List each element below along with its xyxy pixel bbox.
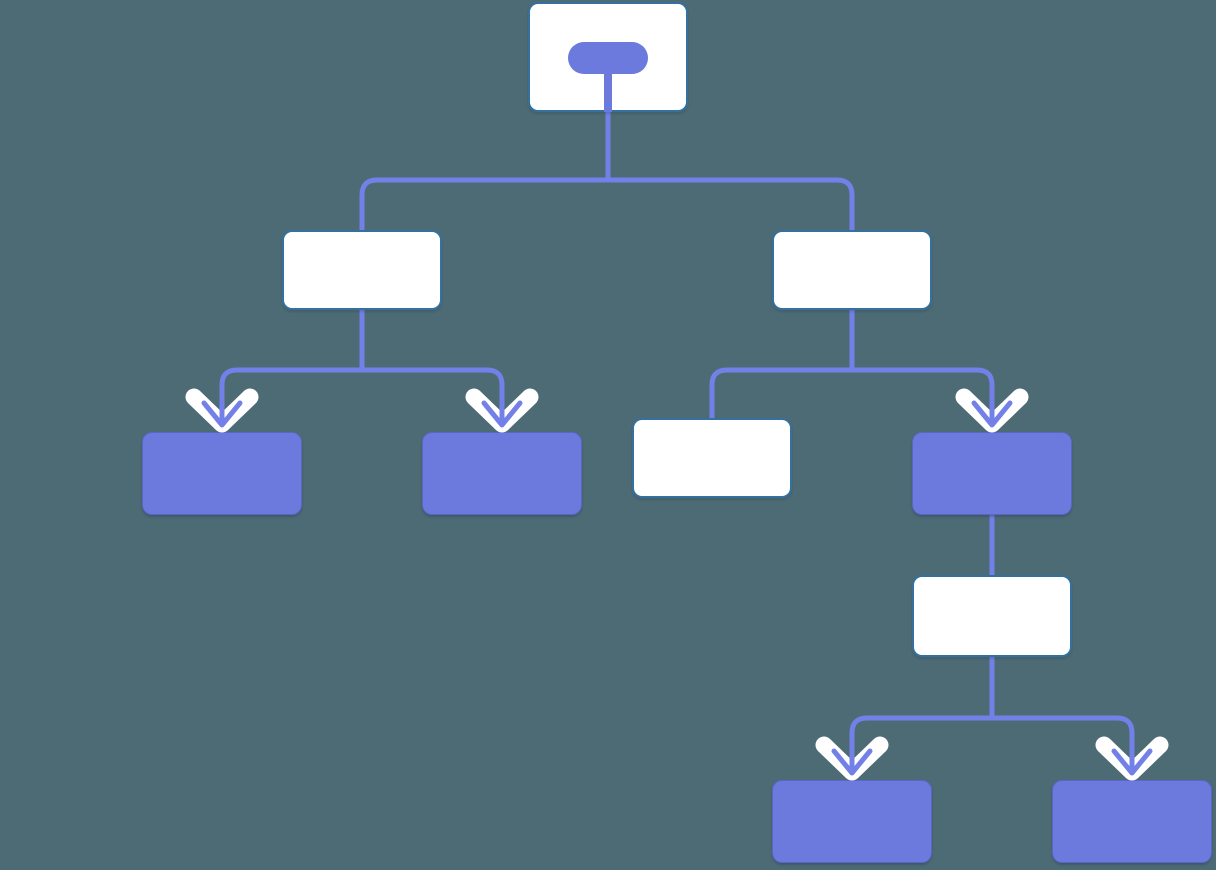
- arrowhead-chevron-icon: [201, 400, 243, 428]
- arrowhead-halo-icon: [815, 736, 889, 781]
- arrowhead-halo-icon: [1095, 736, 1169, 781]
- edge-n-l4-a-to-n-l5-a: [849, 657, 995, 780]
- arrowhead-halo-icon: [185, 388, 259, 433]
- arrowhead-chevron-icon: [481, 400, 523, 428]
- arrowhead-e-l2a-l3b: [465, 388, 539, 433]
- node-n-l3-a[interactable]: [142, 432, 302, 515]
- arrowhead-e-l4a-l5a: [815, 736, 889, 781]
- node-n-l2-b[interactable]: [772, 230, 932, 310]
- arrowhead-halo-icon: [955, 388, 1029, 433]
- node-n-l3-b[interactable]: [422, 432, 582, 515]
- edge-n-l2-a-to-n-l3-b: [359, 310, 505, 432]
- node-n-l5-b[interactable]: [1052, 780, 1212, 863]
- node-n-l5-a[interactable]: [772, 780, 932, 863]
- edge-n-l2-b-to-n-l3-d: [849, 310, 995, 432]
- edge-n-l2-a-to-n-l3-a: [219, 310, 365, 432]
- edge-n-root-to-n-l2-a: [359, 112, 611, 230]
- arrowhead-chevron-icon: [1111, 748, 1153, 776]
- node-n-l4-a[interactable]: [912, 575, 1072, 657]
- edge-n-l4-a-to-n-l5-b: [989, 657, 1135, 780]
- arrowhead-halo-icon: [465, 388, 539, 433]
- edge-n-root-to-n-l2-b: [605, 112, 855, 230]
- arrowhead-e-l2b-l3d: [955, 388, 1029, 433]
- edge-n-l2-b-to-n-l3-c: [709, 310, 855, 418]
- node-n-l3-d[interactable]: [912, 432, 1072, 515]
- arrowhead-chevron-icon: [971, 400, 1013, 428]
- root-badge-pill: [568, 42, 648, 74]
- arrowhead-chevron-icon: [831, 748, 873, 776]
- root-badge-stem: [604, 72, 612, 112]
- node-n-l3-c[interactable]: [632, 418, 792, 498]
- arrowhead-e-l4a-l5b: [1095, 736, 1169, 781]
- arrowhead-e-l2a-l3a: [185, 388, 259, 433]
- node-n-l2-a[interactable]: [282, 230, 442, 310]
